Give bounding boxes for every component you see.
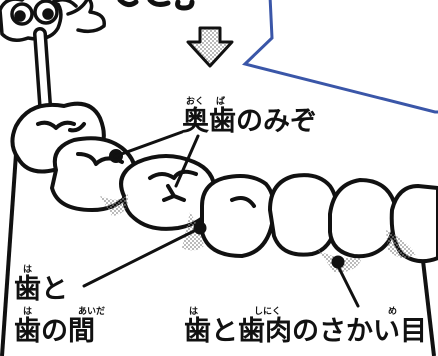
- speech-bubble: [242, 0, 438, 114]
- ruby-oku: おく: [186, 96, 204, 107]
- toothbrush-mascot-icon: [0, 0, 106, 125]
- pointer-lines: [82, 130, 360, 308]
- premolar-2: [268, 173, 340, 257]
- ruby-ha-3: は: [189, 306, 198, 317]
- ruby-me: め: [388, 306, 397, 317]
- ruby-aida: あいだ: [78, 306, 105, 317]
- label-gum-line: 歯と歯肉のさかい目: [184, 316, 427, 347]
- premolar-1: [200, 174, 276, 258]
- label-between-teeth-line2: 歯の間: [14, 316, 95, 347]
- label-back-teeth-groove: 奥歯のみぞ: [182, 105, 317, 137]
- ruby-shiniku: しにく: [254, 306, 281, 317]
- label-between-teeth-line1: 歯と: [14, 274, 68, 305]
- ruby-ba: ば: [216, 95, 225, 107]
- ruby-ha-2: は: [23, 306, 32, 317]
- canine: [328, 178, 398, 259]
- ruby-ha-1: は: [23, 264, 32, 275]
- down-arrow-icon: [186, 26, 234, 68]
- cutoff-title: [117, 0, 195, 11]
